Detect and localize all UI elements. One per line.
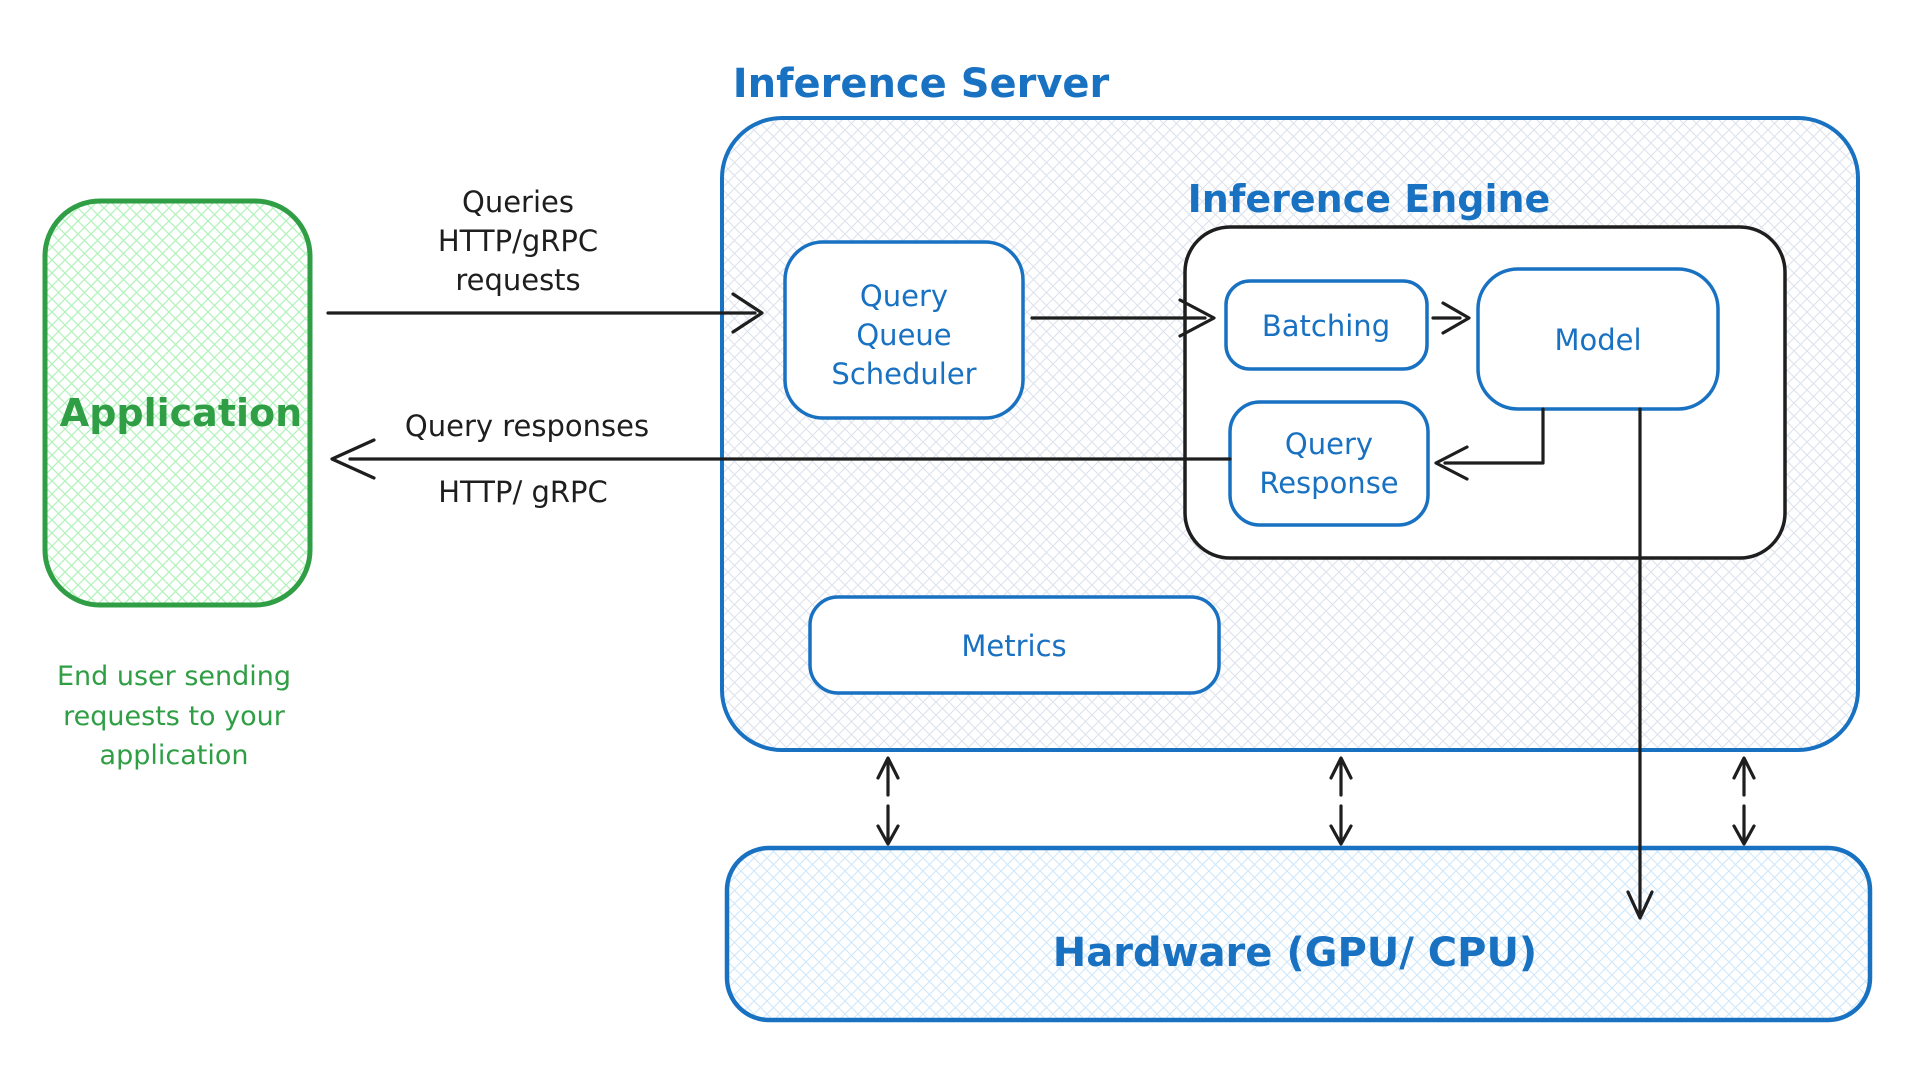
- application-caption-line-1: End user sending: [57, 661, 291, 692]
- responses-label-top: Query responses: [405, 409, 649, 443]
- inference-server-title: Inference Server: [733, 61, 1110, 107]
- queries-arrow-label-line-2: HTTP/gRPC: [438, 224, 598, 258]
- metrics-label: Metrics: [961, 629, 1066, 663]
- query-response-label-line-2: Response: [1259, 466, 1398, 500]
- responses-arrow: [330, 438, 1232, 480]
- queries-arrow-label-line-3: requests: [455, 263, 580, 297]
- inference-engine-title: Inference Engine: [1188, 177, 1551, 221]
- metrics-box: [808, 595, 1221, 695]
- scheduler-label-line-2: Queue: [856, 318, 951, 352]
- model-to-hardware-arrow: [1626, 407, 1654, 920]
- scheduler-label-line-3: Scheduler: [831, 357, 976, 391]
- scheduler-to-batching-arrow: [1030, 298, 1216, 338]
- server-hardware-bidirectional-arrow-2: [1329, 756, 1353, 846]
- queries-arrow-label-line-1: Queries: [462, 185, 574, 219]
- batching-box: [1224, 279, 1429, 371]
- query-response-box: [1228, 400, 1430, 527]
- hardware-box: [724, 845, 1873, 1023]
- responses-label-bottom: HTTP/ gRPC: [438, 475, 608, 509]
- application-box: [42, 198, 313, 608]
- model-box: [1476, 267, 1720, 411]
- model-label: Model: [1554, 323, 1641, 357]
- server-hardware-bidirectional-arrow-1: [876, 756, 900, 846]
- scheduler-label-line-1: Query: [860, 279, 948, 313]
- server-hardware-bidirectional-arrow-3: [1732, 756, 1756, 846]
- model-to-query-response-arrow: [1434, 407, 1545, 481]
- batching-to-model-arrow: [1431, 301, 1471, 335]
- query-queue-scheduler-box: [783, 240, 1025, 420]
- application-label: Application: [60, 391, 302, 435]
- batching-label: Batching: [1262, 309, 1390, 343]
- queries-arrow: [326, 292, 764, 334]
- query-response-label-line-1: Query: [1285, 427, 1373, 461]
- application-caption-line-3: application: [100, 740, 249, 771]
- hardware-label: Hardware (GPU/ CPU): [1053, 930, 1537, 976]
- application-caption-line-2: requests to your: [63, 701, 286, 732]
